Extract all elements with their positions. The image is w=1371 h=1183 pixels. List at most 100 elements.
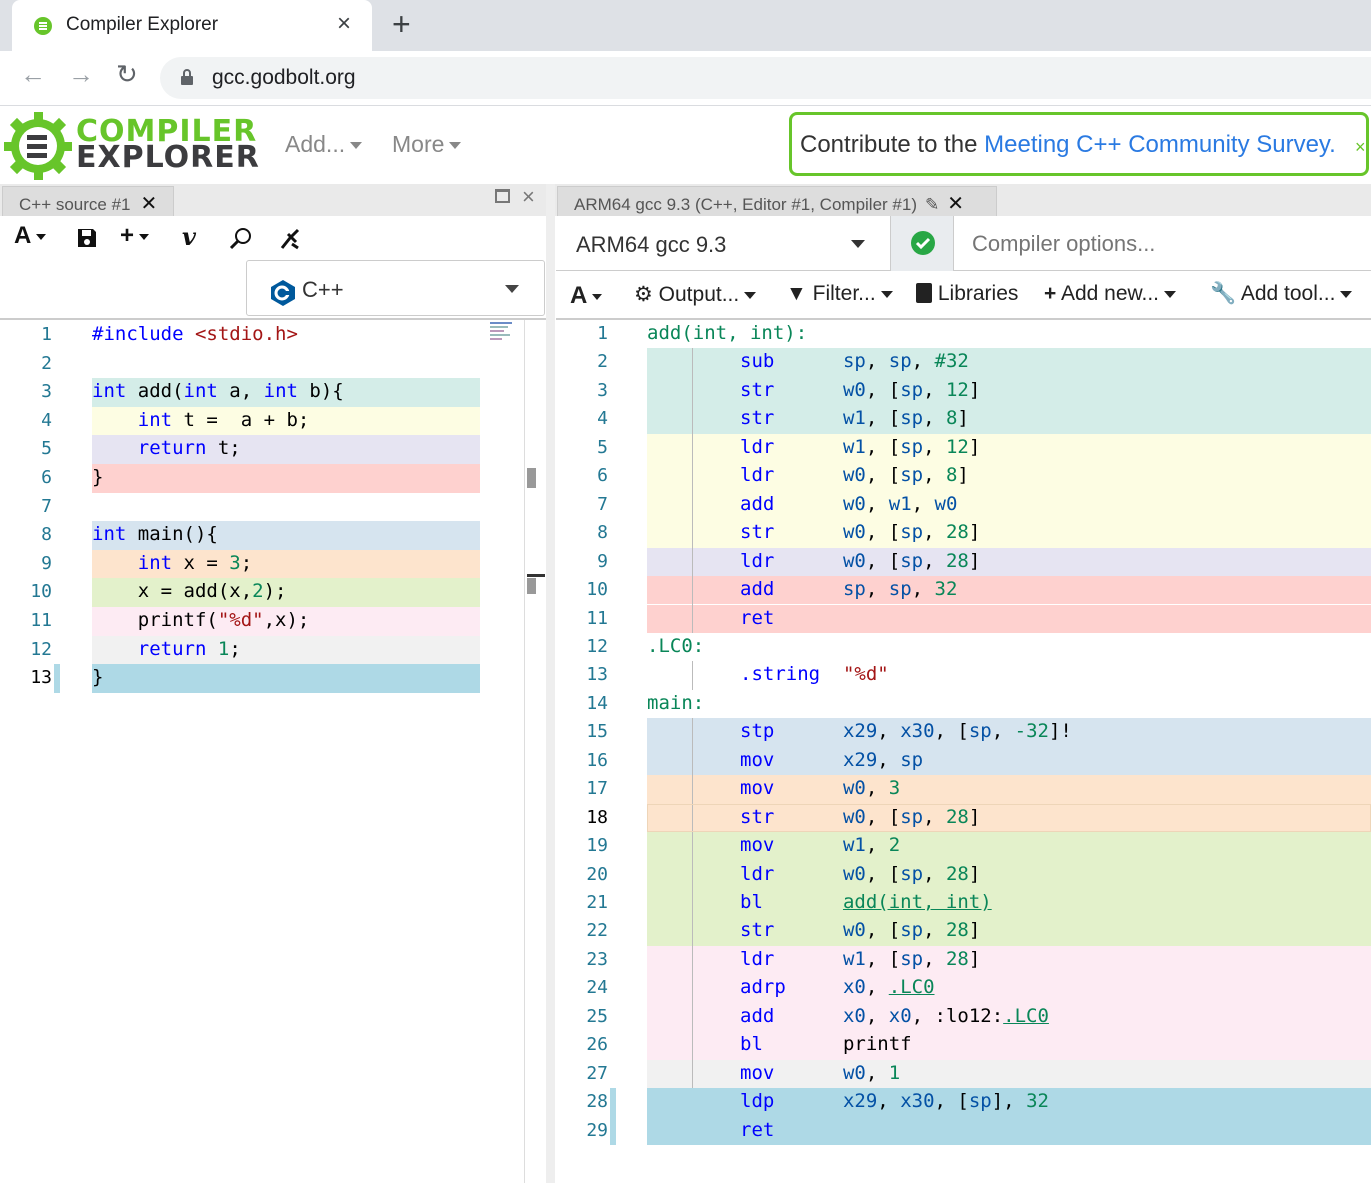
indent-guide [692, 661, 693, 690]
survey-close-icon[interactable]: × [1355, 137, 1366, 157]
address-bar[interactable]: gcc.godbolt.org [160, 57, 1371, 99]
asm-line-highlight [647, 433, 1371, 463]
asm-line-highlight [647, 832, 1371, 861]
book-icon [916, 283, 932, 303]
asm-line-number: 19 [586, 835, 608, 857]
more-menu-label: More [392, 131, 445, 157]
compiler-tab-label: ARM64 gcc 9.3 (C++, Editor #1, Compiler … [574, 195, 917, 214]
panel-splitter[interactable] [546, 184, 555, 1183]
close-tab-icon[interactable]: × [337, 10, 352, 37]
close-panel-icon[interactable]: × [522, 184, 535, 209]
source-line-highlight [92, 406, 480, 436]
asm-line: mov w1, 2 [740, 834, 901, 857]
asm-line-number: 29 [586, 1119, 608, 1141]
source-line[interactable]: #include <stdio.h> [92, 323, 298, 345]
asm-line-number: 26 [586, 1034, 608, 1056]
maximize-icon[interactable] [495, 189, 510, 203]
vertical-scrollbar[interactable] [524, 320, 525, 1183]
source-line[interactable]: int add(int a, int b){ [92, 380, 344, 403]
asm-line-number: 14 [586, 692, 608, 714]
cppinsights-icon[interactable] [228, 226, 254, 252]
asm-font-size-button[interactable]: A [570, 282, 603, 310]
asm-line: ret [740, 1118, 775, 1141]
asm-line-number: 11 [586, 607, 608, 629]
filter-menu[interactable]: ▼ Filter... [786, 282, 893, 306]
asm-line: ldp x29, x30, [sp], 32 [740, 1090, 1049, 1113]
forward-icon[interactable]: → [68, 59, 94, 89]
quick-bench-icon[interactable] [278, 226, 304, 252]
new-tab-icon[interactable]: + [392, 6, 411, 42]
source-line-highlight [92, 378, 480, 407]
asm-line: bl printf [740, 1033, 912, 1056]
asm-line: add x0, x0, :lo12:.LC0 [740, 1004, 1049, 1027]
source-line-highlight [92, 435, 480, 464]
reload-icon[interactable]: ↻ [116, 59, 138, 89]
asm-line-highlight [647, 1059, 1371, 1089]
source-line[interactable]: return 1; [137, 637, 241, 660]
pencil-icon[interactable]: ✎ [924, 195, 940, 214]
source-line[interactable]: x = add(x,2); [92, 580, 287, 603]
asm-line-highlight [647, 376, 1371, 406]
back-icon[interactable]: ← [20, 59, 46, 89]
asm-line-number: 3 [597, 379, 608, 401]
source-line-number: 4 [41, 409, 52, 431]
cpp-logo-icon [271, 280, 295, 306]
add-tool-label: Add tool... [1240, 282, 1336, 305]
asm-line: ldr w0, [sp, 8] [740, 464, 969, 487]
asm-line-number: 16 [586, 749, 608, 771]
scrollbar-thumb[interactable] [527, 468, 536, 488]
output-menu[interactable]: ⚙ Output... [634, 282, 757, 307]
asm-line-number: 1 [597, 323, 608, 344]
source-line[interactable]: } [92, 466, 104, 488]
source-line[interactable]: printf("%d",x); [92, 609, 310, 631]
compiler-options-input[interactable] [972, 231, 1352, 257]
filter-label: Filter... [812, 282, 876, 305]
tab-source[interactable]: C++ source #1✕ [2, 186, 174, 216]
source-line[interactable]: int x = 3; [137, 551, 253, 574]
asm-line-number: 2 [597, 351, 608, 373]
dropdown-caret-icon [851, 240, 865, 248]
asm-line: str w1, [sp, 8] [740, 407, 969, 430]
source-line[interactable]: int t = a + b; [137, 408, 310, 431]
source-line[interactable]: } [92, 666, 104, 689]
source-line-highlight [92, 607, 480, 636]
funnel-icon: ▼ [786, 282, 807, 305]
close-icon[interactable]: ✕ [947, 193, 964, 215]
vim-mode-icon[interactable]: v [182, 222, 196, 251]
source-line-number: 9 [41, 552, 52, 574]
asm-line-highlight [647, 405, 1371, 434]
url-text: gcc.godbolt.org [212, 66, 356, 89]
asm-line: ldr w0, [sp, 28] [740, 862, 981, 885]
asm-line-highlight [647, 889, 1371, 918]
scroll-marker [527, 574, 545, 577]
add-button[interactable]: + [120, 222, 150, 250]
asm-line-number: 7 [597, 493, 608, 515]
asm-line: mov w0, 1 [740, 1061, 901, 1084]
asm-line-highlight [647, 1116, 1371, 1146]
browser-tab[interactable]: Compiler Explorer × [12, 0, 372, 51]
save-icon[interactable] [76, 227, 98, 249]
check-circle-icon [911, 231, 935, 255]
asm-line-highlight [647, 945, 1371, 975]
compiler-select[interactable]: ARM64 gcc 9.3 [557, 218, 890, 270]
selected-line-outline [647, 803, 1371, 833]
font-size-button[interactable]: A [14, 222, 47, 250]
libraries-label: Libraries [937, 282, 1019, 305]
compile-status[interactable] [890, 216, 954, 271]
logo-text-explorer: EXPLORER [76, 140, 260, 175]
add-menu[interactable]: Add... [285, 131, 363, 158]
source-line[interactable]: return t; [137, 437, 241, 460]
minimap[interactable] [488, 320, 518, 346]
tab-compiler[interactable]: ARM64 gcc 9.3 (C++, Editor #1, Compiler … [557, 186, 997, 216]
libraries-button[interactable]: Libraries [916, 282, 1018, 306]
close-icon[interactable]: ✕ [140, 193, 158, 215]
survey-link[interactable]: Meeting C++ Community Survey. [984, 131, 1336, 158]
add-new-menu[interactable]: + Add new... [1044, 282, 1177, 306]
more-menu[interactable]: More [392, 131, 462, 158]
source-line-highlight [92, 549, 480, 579]
asm-line-highlight [647, 490, 1371, 520]
source-line[interactable]: int main(){ [92, 523, 218, 546]
asm-line-number: 17 [586, 778, 608, 800]
language-select[interactable]: C++ [246, 260, 545, 316]
add-tool-menu[interactable]: 🔧 Add tool... [1210, 282, 1353, 306]
